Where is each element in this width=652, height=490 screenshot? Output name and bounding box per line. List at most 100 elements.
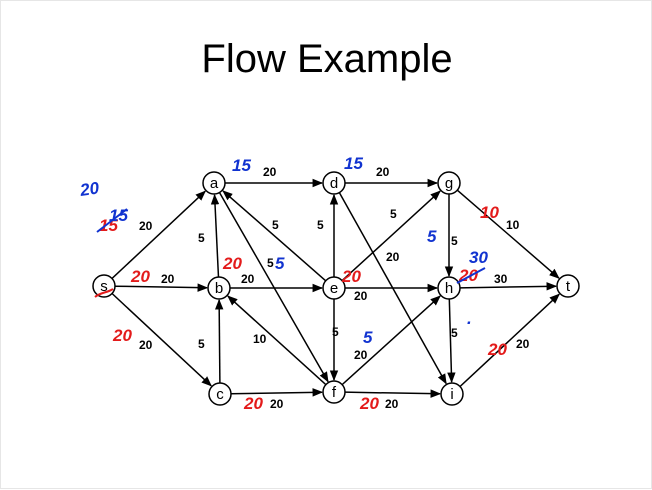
node-circle-i [440,382,464,406]
cap-e-a: 5 [272,218,279,232]
cap-e-h: 20 [354,289,368,303]
node-i: i [440,382,464,406]
cap-s-a: 20 [139,219,153,233]
node-label-d: d [330,175,338,192]
node-label-c: c [216,386,224,403]
cap-b-e: 20 [241,272,255,286]
node-label-b: b [215,280,223,297]
node-d: d [322,171,346,195]
cap-a-f: 5 [267,256,274,270]
node-label-f: f [332,384,337,401]
edge-c-f [230,388,324,397]
node-circle-h [437,276,461,300]
flow-note-b-a: 20 [222,254,242,273]
node-t: t [556,274,580,298]
node-label-h: h [445,280,453,297]
cap-i-t: 20 [516,337,530,351]
flow-note-c-f: 20 [243,394,263,413]
cap-e-d: 5 [317,218,324,232]
node-label-g: g [445,175,453,192]
cap-s-c: 20 [139,338,153,352]
node-h: h [437,276,461,300]
edge-f-i [344,389,442,398]
edge-c-b [215,298,224,384]
cap-f-h: 20 [354,348,368,362]
edge-s-b [114,283,209,292]
flow-note-e-g: 5 [427,227,437,246]
node-label-s: s [100,278,108,295]
flow-note-f-h: 5 [363,328,373,347]
node-circle-e [322,276,346,300]
node-circle-a [202,171,226,195]
cap-f-b: 10 [253,332,267,346]
node-e: e [322,276,346,300]
flow-note-h-t-old: 20 [458,266,478,285]
flow-note-s-b: 20 [130,267,150,286]
capacity-labels: 20 20 20 20 5 20 5 20 5 5 10 20 5 20 5 2… [139,165,530,411]
edge-a-f [218,192,329,383]
slide-title: Flow Example [201,37,453,81]
strike-s-a [96,208,128,233]
cap-g-t: 10 [506,218,520,232]
flow-note-s-c: 20 [112,326,132,345]
edge-f-b [227,295,327,386]
edge-f-h [341,295,441,386]
node-g: g [437,171,461,195]
flow-note-s-a-old: 15 [99,216,118,235]
edge-e-g [341,190,441,282]
flow-note-d-g: 15 [344,154,363,173]
flow-note-f-i: 20 [359,394,379,413]
cap-c-f: 20 [270,397,284,411]
cap-s-b: 20 [161,272,175,286]
edge-h-i [447,298,456,384]
node-label-t: t [566,278,571,295]
edge-s-c [111,292,212,387]
cap-g-h: 5 [451,234,458,248]
cap-c-b: 5 [198,337,205,351]
cap-b-a: 5 [198,231,205,245]
edge-b-a [210,193,220,278]
flow-note-s-a: 15 [109,206,128,225]
flow-note-g-t: 10 [480,203,499,222]
cap-e-f: 5 [332,325,339,339]
node-s: s [92,274,116,298]
node-circle-f [322,380,346,404]
strike-h-t [456,267,486,284]
cap-f-i: 20 [385,397,399,411]
node-circle-d [322,171,346,195]
flow-note-i-t: 20 [487,340,507,359]
cap-h-i: 5 [451,326,458,340]
handwritten-annotations: 20 15 15 15 15 20 20 20 20 20 20 5 20 5 … [78,154,508,413]
flow-note-e-a: 5 [275,254,285,273]
edge-i-t [459,293,560,388]
edges-layer [111,178,560,398]
edge-s-a [111,190,207,280]
node-a: a [202,171,226,195]
node-circle-g [437,171,461,195]
node-circle-c [208,382,232,406]
node-f: f [322,380,346,404]
node-label-i: i [450,386,453,403]
node-circle-b [207,276,231,300]
cap-h-t: 30 [494,272,508,286]
flow-note-e-h: 20 [341,267,361,286]
flow-note-h-t: 30 [469,248,488,267]
node-circle-t [556,274,580,298]
cap-d-g: 20 [376,165,390,179]
node-label-a: a [210,175,219,192]
cap-a-d: 20 [263,165,277,179]
cap-e-g: 5 [390,207,397,221]
cap-d-i: 20 [386,250,400,264]
node-b: b [207,276,231,300]
node-label-e: e [330,280,338,297]
nodes-layer: s a b c d e f g h i t [92,171,580,406]
node-c: c [208,382,232,406]
edge-h-t [459,282,558,291]
edge-e-a [222,190,327,282]
edge-g-t [456,189,560,279]
source-mark [94,288,114,298]
flow-note-h-i: . [467,309,472,328]
flow-note-a-d: 15 [232,156,251,175]
